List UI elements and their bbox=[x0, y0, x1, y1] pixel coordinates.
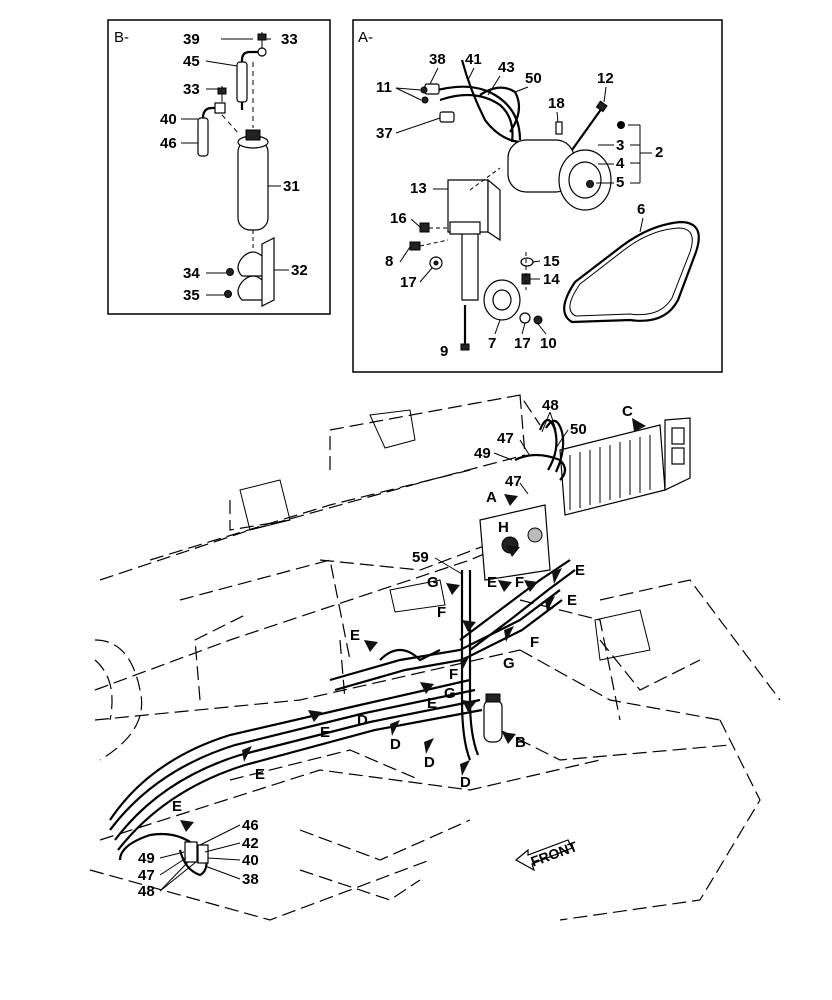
svg-text:6: 6 bbox=[637, 201, 645, 218]
svg-text:H: H bbox=[498, 519, 509, 536]
svg-text:E: E bbox=[255, 766, 265, 783]
svg-text:38: 38 bbox=[242, 871, 259, 888]
svg-text:33: 33 bbox=[281, 31, 298, 48]
svg-text:50: 50 bbox=[570, 421, 587, 438]
svg-text:11: 11 bbox=[376, 79, 392, 96]
reference-arrows bbox=[180, 418, 646, 832]
svg-text:5: 5 bbox=[616, 174, 624, 191]
panel-b-title: B- bbox=[114, 29, 129, 46]
svg-text:49: 49 bbox=[138, 850, 155, 867]
panel-b-labels: 39 33 45 33 40 46 31 34 32 35 bbox=[160, 31, 308, 304]
svg-text:45: 45 bbox=[183, 53, 200, 70]
svg-text:7: 7 bbox=[488, 335, 496, 352]
svg-text:47: 47 bbox=[138, 867, 155, 884]
svg-text:12: 12 bbox=[597, 70, 614, 87]
svg-text:41: 41 bbox=[465, 51, 482, 68]
svg-text:D: D bbox=[390, 736, 401, 753]
svg-text:3: 3 bbox=[616, 137, 624, 154]
front-indicator: FRONT bbox=[514, 838, 580, 872]
svg-text:40: 40 bbox=[242, 852, 259, 869]
svg-text:15: 15 bbox=[543, 253, 560, 270]
svg-text:D: D bbox=[424, 754, 435, 771]
svg-text:13: 13 bbox=[410, 180, 427, 197]
svg-text:E: E bbox=[320, 724, 330, 741]
svg-text:E: E bbox=[575, 562, 585, 579]
svg-text:35: 35 bbox=[183, 287, 200, 304]
svg-text:14: 14 bbox=[543, 271, 560, 288]
svg-text:47: 47 bbox=[497, 430, 514, 447]
svg-text:38: 38 bbox=[429, 51, 446, 68]
svg-text:42: 42 bbox=[242, 835, 259, 852]
svg-text:46: 46 bbox=[242, 817, 259, 834]
main-assembly: FRONT C A H B D D D D E E E E E E E E F … bbox=[89, 394, 781, 921]
main-part-numbers: 48 47 50 49 47 59 46 42 40 38 49 47 48 bbox=[138, 397, 587, 900]
svg-text:2: 2 bbox=[655, 144, 663, 161]
svg-text:E: E bbox=[487, 574, 497, 591]
svg-text:49: 49 bbox=[474, 445, 491, 462]
svg-text:50: 50 bbox=[525, 70, 542, 87]
svg-text:F: F bbox=[449, 666, 458, 683]
panel-a: A- bbox=[352, 19, 723, 373]
svg-text:32: 32 bbox=[291, 262, 308, 279]
svg-text:E: E bbox=[172, 798, 182, 815]
svg-text:4: 4 bbox=[616, 155, 625, 172]
panel-b-frame bbox=[107, 19, 331, 315]
svg-text:G: G bbox=[427, 574, 439, 591]
svg-text:A: A bbox=[486, 489, 497, 506]
svg-text:F: F bbox=[515, 574, 524, 591]
svg-text:F: F bbox=[530, 634, 539, 651]
svg-text:FRONT: FRONT bbox=[529, 838, 580, 870]
svg-text:59: 59 bbox=[412, 549, 429, 566]
svg-text:F: F bbox=[437, 604, 446, 621]
svg-text:9: 9 bbox=[440, 343, 448, 360]
svg-text:48: 48 bbox=[138, 883, 155, 900]
panel-b: B- 39 33 45 33 bbox=[107, 19, 331, 315]
svg-text:18: 18 bbox=[548, 95, 565, 112]
panel-a-title: A- bbox=[358, 29, 373, 46]
svg-text:E: E bbox=[350, 627, 360, 644]
svg-text:40: 40 bbox=[160, 111, 177, 128]
svg-text:17: 17 bbox=[514, 335, 531, 352]
svg-text:31: 31 bbox=[283, 178, 300, 195]
svg-text:17: 17 bbox=[400, 274, 417, 291]
svg-text:47: 47 bbox=[505, 473, 522, 490]
svg-text:B: B bbox=[515, 734, 526, 751]
svg-text:48: 48 bbox=[542, 397, 559, 414]
panel-a-frame bbox=[352, 19, 723, 373]
svg-text:34: 34 bbox=[183, 265, 200, 282]
svg-text:10: 10 bbox=[540, 335, 557, 352]
svg-text:46: 46 bbox=[160, 135, 177, 152]
svg-text:37: 37 bbox=[376, 125, 393, 142]
svg-text:16: 16 bbox=[390, 210, 407, 227]
svg-text:C: C bbox=[622, 403, 633, 420]
svg-text:33: 33 bbox=[183, 81, 200, 98]
reference-letters: C A H B D D D D E E E E E E E E F F F F … bbox=[172, 403, 633, 815]
svg-text:G: G bbox=[503, 655, 515, 672]
svg-text:G: G bbox=[444, 685, 456, 702]
svg-text:E: E bbox=[567, 592, 577, 609]
panel-a-labels: 38 41 43 50 12 11 18 37 2 3 4 5 13 6 16 … bbox=[376, 51, 663, 360]
svg-text:43: 43 bbox=[498, 59, 515, 76]
svg-text:D: D bbox=[460, 774, 471, 791]
svg-text:39: 39 bbox=[183, 31, 200, 48]
svg-text:8: 8 bbox=[385, 253, 393, 270]
svg-text:E: E bbox=[427, 695, 437, 712]
svg-text:D: D bbox=[357, 712, 368, 729]
